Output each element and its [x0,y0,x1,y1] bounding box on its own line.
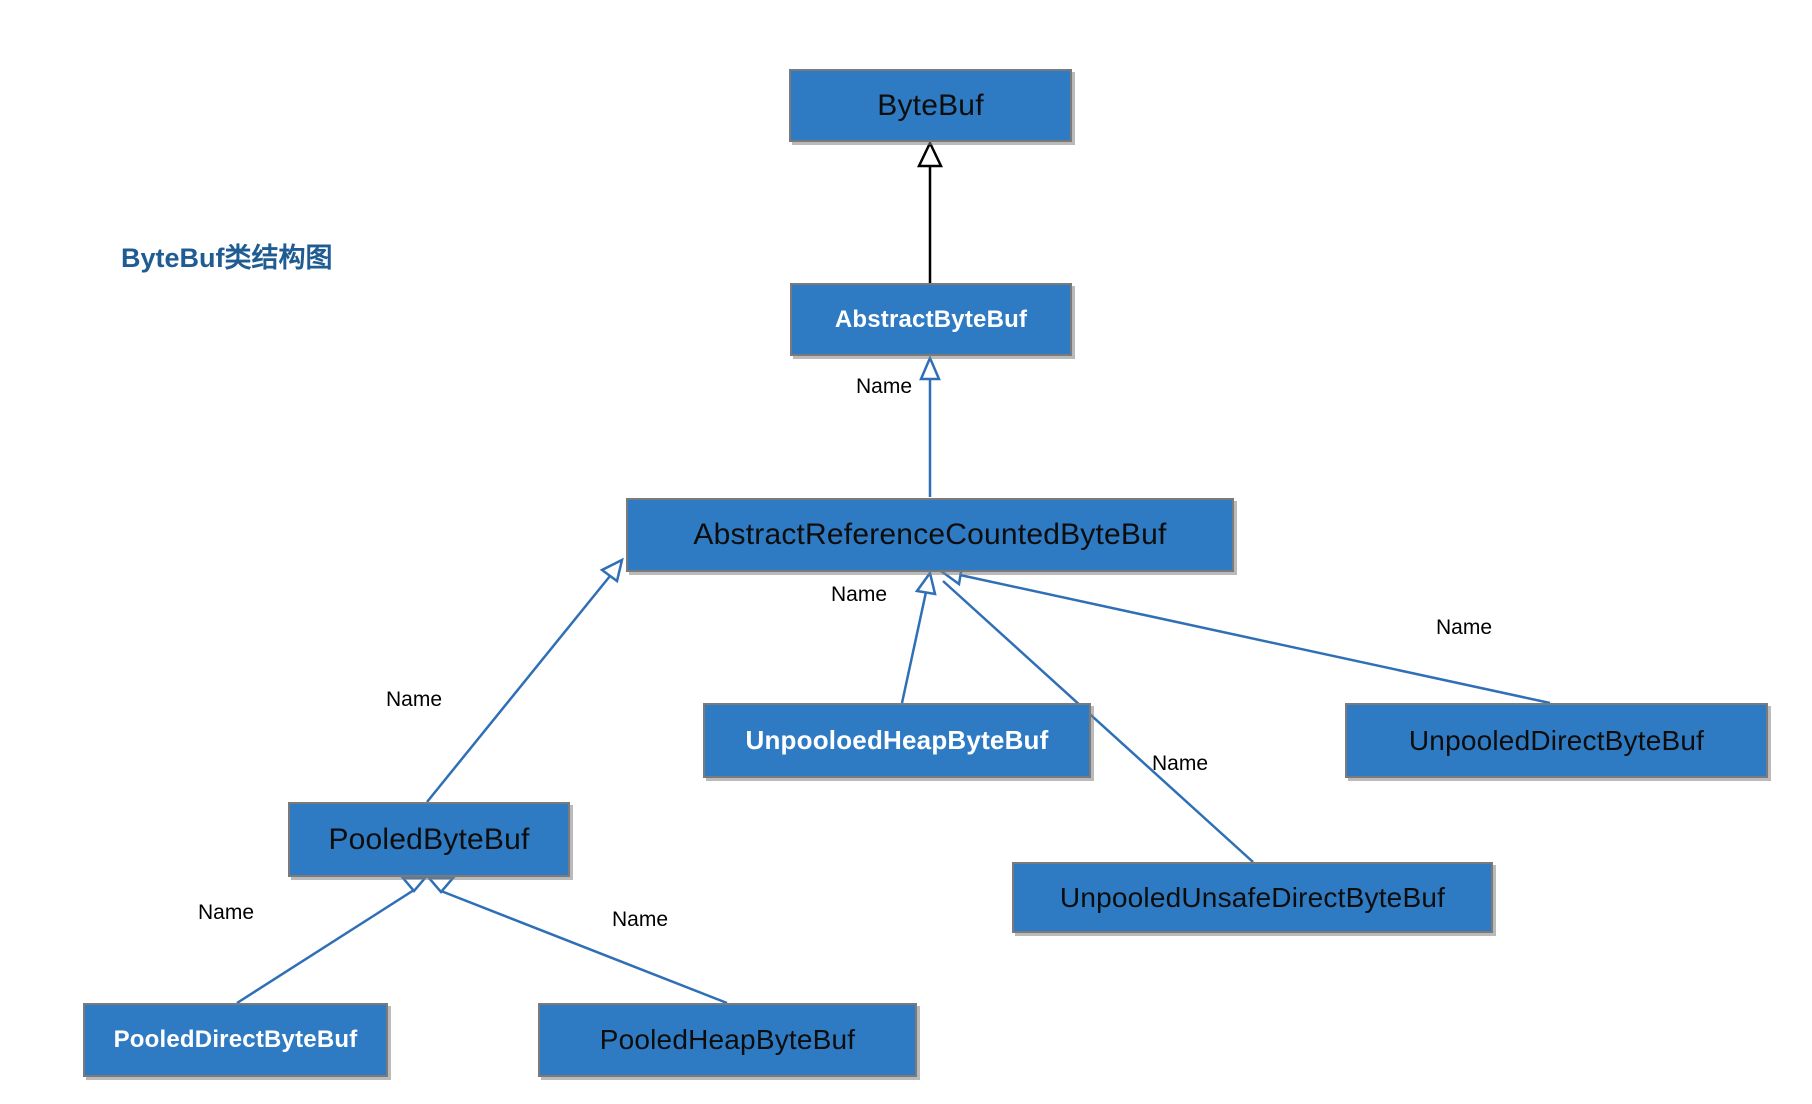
node-pooled-heap-bytebuf: PooledHeapByteBuf [538,1003,917,1077]
edge-unpooledunsafe-to-arc [942,580,1254,863]
node-unpooled-unsafe-direct-bytebuf-label: UnpooledUnsafeDirectByteBuf [1059,881,1446,913]
edge-pooledheap-to-pooledbytebuf [426,876,728,1005]
node-unpooled-direct-bytebuf-label: UnpooledDirectByteBuf [1408,724,1705,756]
edge-label-unpooledunsafe-to-arc: Name [1152,752,1209,775]
edge-label-unpooloedheap-to-arc: Name [831,583,888,606]
node-pooled-direct-bytebuf: PooledDirectByteBuf [83,1003,388,1077]
node-abstract-ref-counted-bytebuf-label: AbstractReferenceCountedByteBuf [693,518,1167,551]
edge-label-pooledbytebuf-to-arc: Name [386,688,443,711]
node-unpooloed-heap-bytebuf: UnpooloedHeapByteBuf [703,703,1091,778]
node-pooled-heap-bytebuf-label: PooledHeapByteBuf [599,1024,856,1055]
edge-label-pooleddirect-to-pooledbytebuf: Name [198,901,255,924]
node-bytebuf: ByteBuf [789,69,1072,142]
node-unpooled-unsafe-direct-bytebuf: UnpooledUnsafeDirectByteBuf [1012,862,1493,933]
node-unpooled-direct-bytebuf: UnpooledDirectByteBuf [1345,703,1768,778]
edge-label-arc-to-abstractbytebuf: Name [856,375,913,398]
edge-arc-to-abstractbytebuf [919,354,941,497]
edge-unpooloedheap-to-arc [900,570,937,704]
edge-abstractbytebuf-to-bytebuf [917,140,943,283]
node-abstract-bytebuf-label: AbstractByteBuf [834,305,1028,333]
edge-pooledbytebuf-to-arc [426,557,624,803]
node-pooled-bytebuf-label: PooledByteBuf [328,822,530,856]
node-abstract-ref-counted-bytebuf: AbstractReferenceCountedByteBuf [626,498,1234,572]
diagram-title: ByteBuf类结构图 [121,243,333,273]
edge-label-unpooleddirect-to-arc: Name [1436,616,1493,639]
node-pooled-direct-bytebuf-label: PooledDirectByteBuf [113,1026,358,1053]
node-unpooloed-heap-bytebuf-label: UnpooloedHeapByteBuf [745,725,1049,755]
edge-pooleddirect-to-pooledbytebuf [236,876,428,1005]
node-bytebuf-label: ByteBuf [877,88,984,122]
edge-label-pooledheap-to-pooledbytebuf: Name [612,908,669,931]
node-abstract-bytebuf: AbstractByteBuf [790,283,1072,356]
node-pooled-bytebuf: PooledByteBuf [288,802,570,877]
